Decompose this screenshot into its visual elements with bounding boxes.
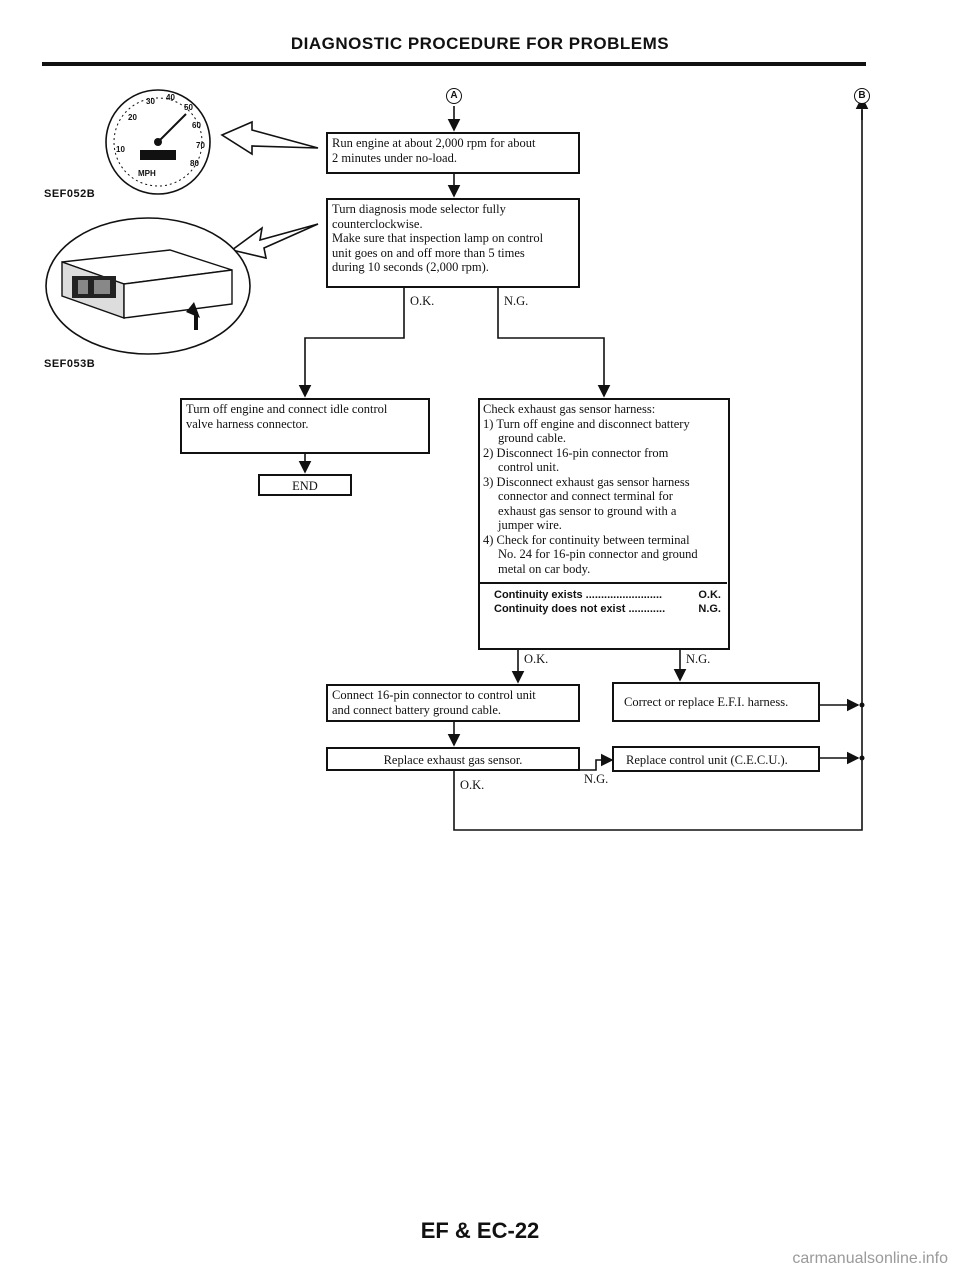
pointer-arrow-1 [220,120,319,156]
svg-text:20: 20 [128,113,137,122]
step-replace-efi-harness: Correct or replace E.F.I. harness. [612,682,820,722]
check-step-number: 2) [483,445,494,460]
svg-text:60: 60 [192,121,201,130]
svg-text:80: 80 [190,159,199,168]
end-box: END [258,474,352,496]
diag-ok-label: O.K. [410,294,435,308]
arrow-sensor-ng [580,753,614,771]
pointer-arrow-2 [230,223,319,260]
return-line-to-b [453,110,863,831]
continuity-not-text: Continuity does not exist ............ [494,603,666,615]
step-diagnosis-line: unit goes on and off more than 5 times [332,245,525,260]
step-replace-sensor: Replace exhaust gas sensor. [326,747,580,771]
check-step: 3) Disconnect exhaust gas sensor harness [483,475,724,490]
step-diagnosis-line: Turn diagnosis mode selector fully [332,202,506,216]
check-step-text: ground cable. [498,431,567,445]
step-run-engine-line: Run engine at about 2,000 rpm for about [332,136,536,150]
step-idle-valve-line: valve harness connector. [186,416,309,431]
header-rule [42,62,866,66]
svg-text:40: 40 [166,93,175,102]
check-step-text: Turn off engine and disconnect battery [496,416,690,431]
sensor-ok-label: O.K. [460,778,485,792]
step-diagnosis-line: counterclockwise. [332,216,423,231]
step-idle-valve-line: Turn off engine and connect idle control [186,402,388,416]
check-step-text: No. 24 for 16-pin connector and ground [498,547,698,561]
branch-ng [497,288,611,398]
svg-text:10: 10 [116,145,125,154]
svg-text:50: 50 [184,103,193,112]
check-step-text: control unit. [498,460,560,474]
figure-label-speedometer: SEF052B [44,188,96,200]
check-step-text: Disconnect 16-pin connector from [496,445,669,460]
step-diagnosis-mode: Turn diagnosis mode selector fully count… [326,198,580,288]
check-step-text: jumper wire. [498,518,562,532]
svg-text:70: 70 [196,141,205,150]
control-unit-figure [45,217,251,355]
watermark: carmanualsonline.info [792,1250,948,1267]
sensor-ng-label: N.G. [584,772,609,786]
diag-ng-label: N.G. [504,294,529,308]
step-connect-line: Connect 16-pin connector to control unit [332,688,536,702]
step-check-harness: Check exhaust gas sensor harness: 1) Tur… [478,398,730,650]
page-footer: EF & EC-22 [420,1218,540,1243]
step-connect-16pin: Connect 16-pin connector to control unit… [326,684,580,722]
continuity-legend: Continuity exists ......................… [480,582,727,616]
check-step: 4) Check for continuity between terminal [483,533,724,548]
connector-a-badge: A [446,88,462,104]
continuity-not-row: Continuity does not exist ............ N… [480,602,727,616]
page-header: DIAGNOSTIC PROCEDURE FOR PROBLEMS [290,34,670,53]
check-step-text: Check for continuity between terminal [496,532,690,547]
step-idle-valve: Turn off engine and connect idle control… [180,398,430,454]
check-step-number: 1) [483,416,494,431]
speedometer-figure [105,89,211,195]
step-run-engine: Run engine at about 2,000 rpm for about … [326,132,580,174]
continuity-exists-row: Continuity exists ......................… [480,588,727,602]
step-run-engine-line: 2 minutes under no-load. [332,150,457,165]
step-diagnosis-line: Make sure that inspection lamp on contro… [332,231,544,245]
continuity-exists-result: O.K. [698,589,721,601]
figure-label-control-unit: SEF053B [44,358,96,370]
step-connect-line: and connect battery ground cable. [332,702,502,717]
check-ok-label: O.K. [524,652,549,666]
check-title: Check exhaust gas sensor harness: [483,402,656,416]
continuity-exists-text: Continuity exists ......................… [494,589,663,601]
svg-text:30: 30 [146,97,155,106]
speedometer-scale: 10 20 30 40 50 60 70 80 MPH [116,93,205,178]
check-step: 2) Disconnect 16-pin connector from [483,446,724,461]
check-step-text: Disconnect exhaust gas sensor harness [496,474,690,489]
connector-b-badge: B [854,88,870,104]
check-step-number: 4) [483,532,494,547]
step-diagnosis-line: during 10 seconds (2,000 rpm). [332,260,489,274]
branch-ok [298,288,405,398]
step-replace-control-unit: Replace control unit (C.E.C.U.). [612,746,820,772]
check-step: 1) Turn off engine and disconnect batter… [483,417,724,432]
check-step-text: connector and connect terminal for [498,489,673,503]
check-ng-label: N.G. [686,652,711,666]
check-step-number: 3) [483,474,494,489]
check-step-text: exhaust gas sensor to ground with a [498,503,677,518]
continuity-not-result: N.G. [698,603,721,615]
svg-text:MPH: MPH [138,169,156,178]
check-step-text: metal on car body. [498,561,591,576]
